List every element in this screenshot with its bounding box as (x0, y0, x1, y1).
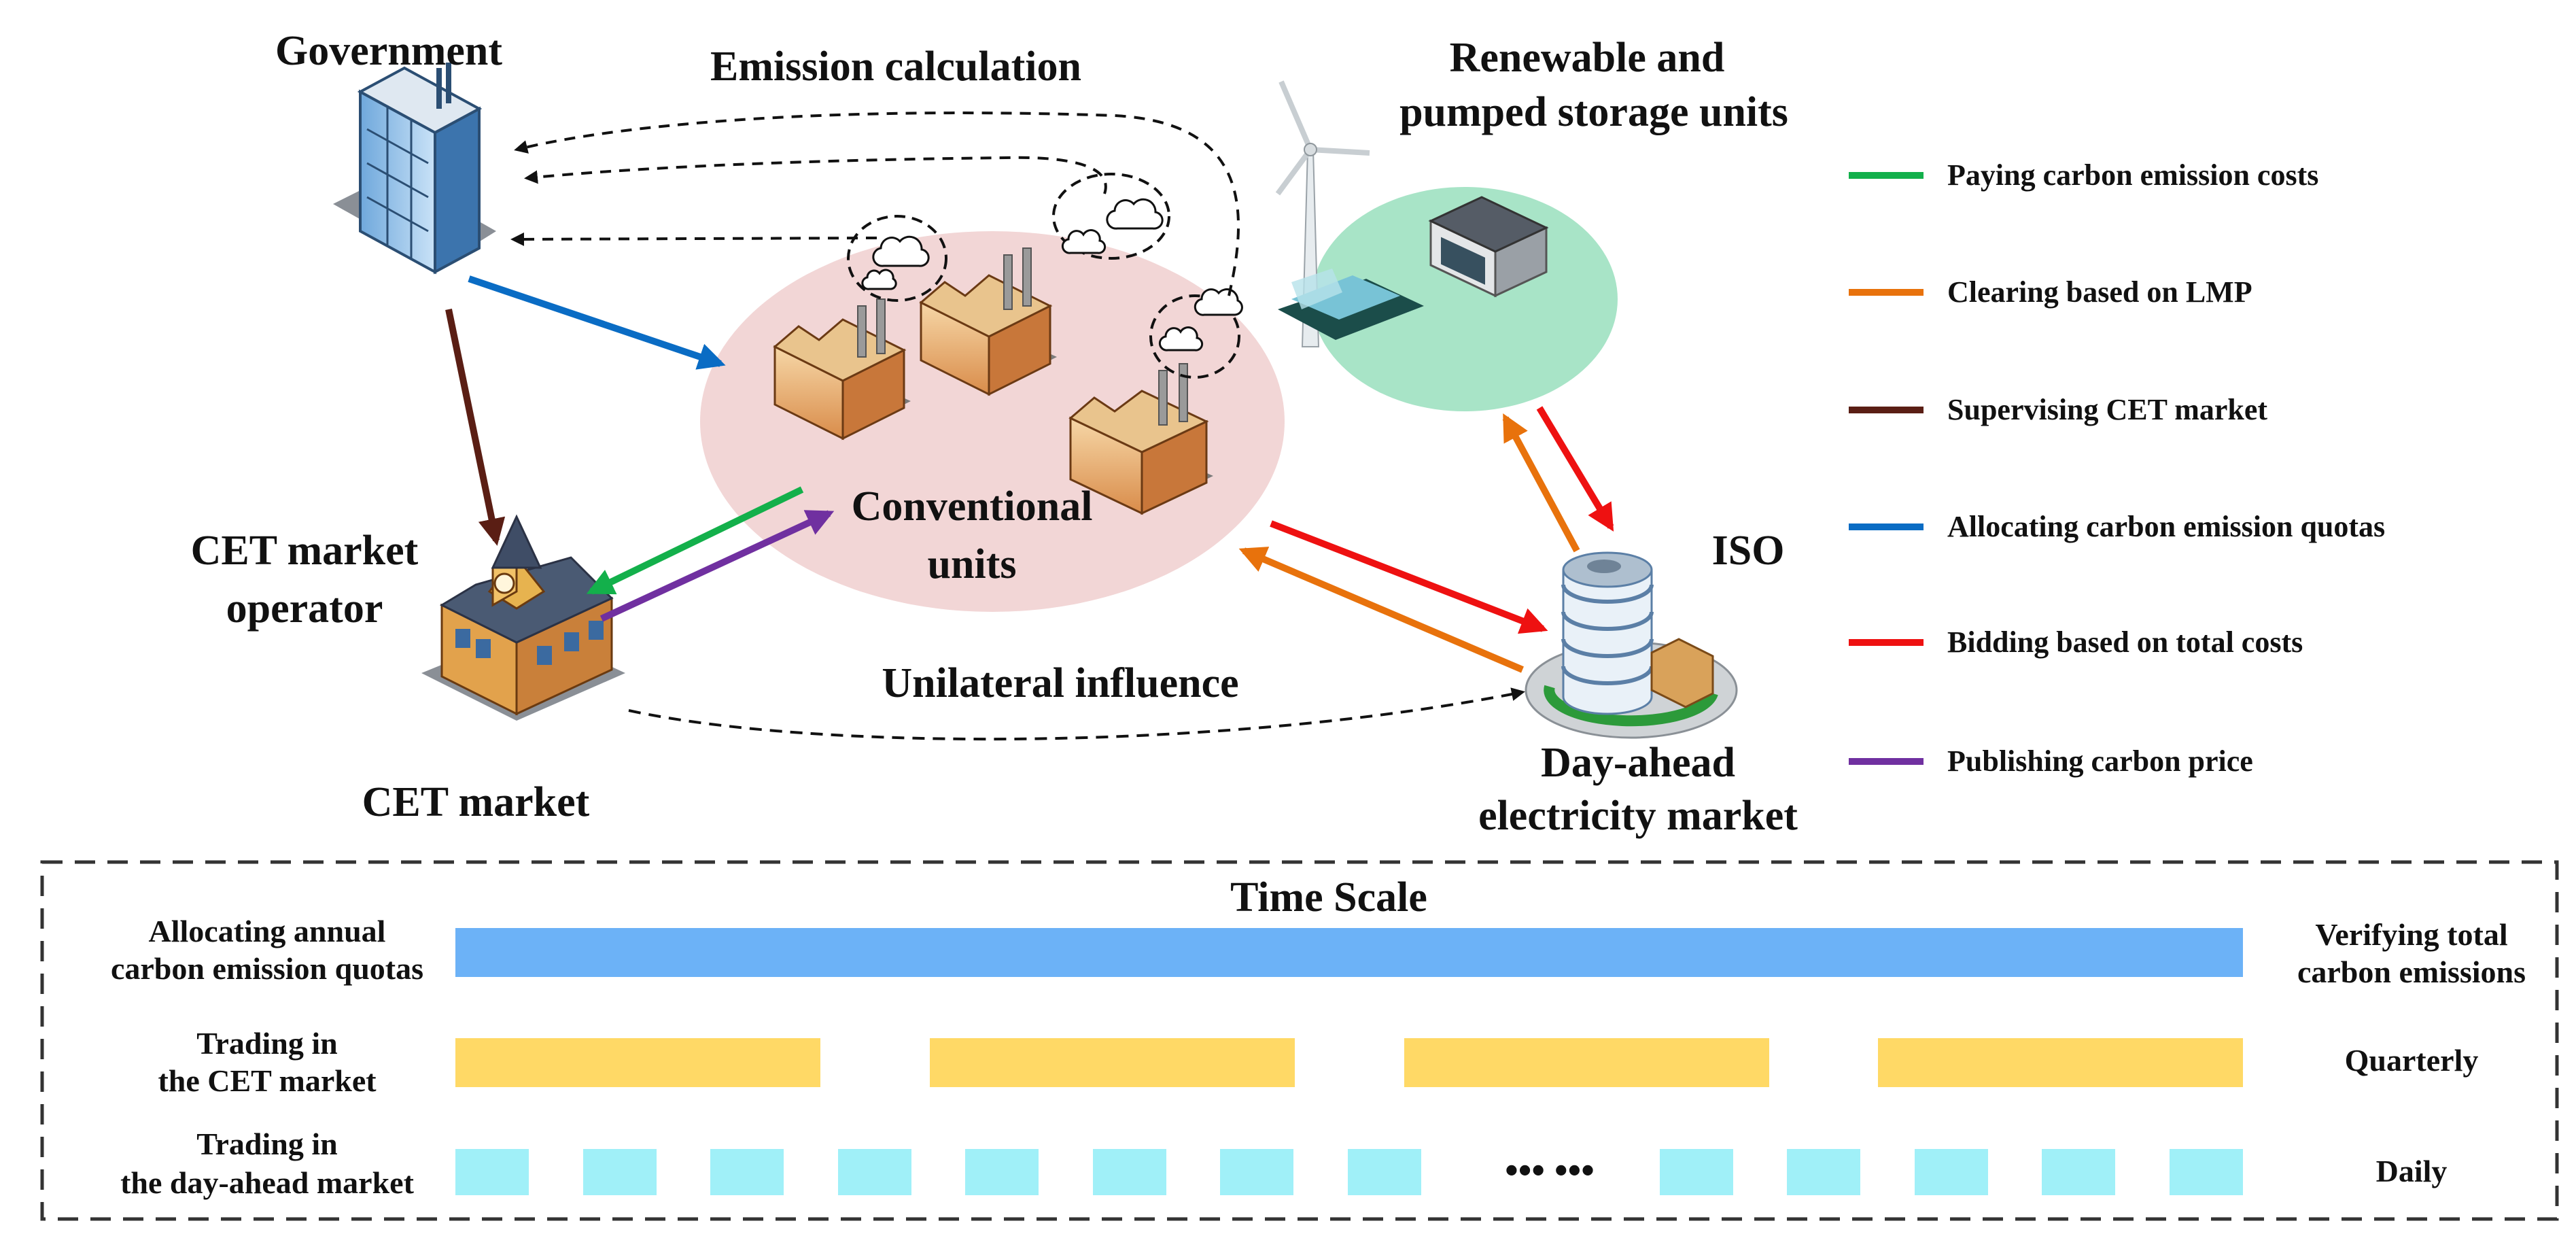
paying-emission-costs-arrow (586, 486, 804, 595)
emission-arrow-inner (510, 232, 877, 246)
daily-block-8 (1348, 1149, 1421, 1195)
legend-label-paying: Paying carbon emission costs (1947, 158, 2318, 192)
row3-left-line2: the day-ahead market (120, 1165, 415, 1200)
daily-block-7 (1220, 1149, 1293, 1195)
quarterly-bar-1 (455, 1038, 820, 1087)
daily-block-6 (1093, 1149, 1166, 1195)
cet-market-building-icon (421, 514, 625, 721)
emission-cloud-icon-2 (1052, 173, 1170, 260)
daily-block-13 (2170, 1149, 2243, 1195)
annual-quota-bar (455, 928, 2243, 977)
emission-arrow-middle (524, 156, 1107, 194)
emission-calculation-label: Emission calculation (710, 44, 1081, 90)
factory-icon-middle (919, 247, 1057, 396)
quarterly-bar-3 (1404, 1038, 1769, 1087)
row2-left-line2: the CET market (158, 1063, 377, 1098)
allocating-quotas-arrow (468, 275, 726, 370)
row1-right-line1: Verifying total (2315, 917, 2507, 952)
row1-left-line2: carbon emission quotas (111, 951, 423, 986)
legend-label-clearing: Clearing based on LMP (1947, 275, 2252, 309)
publishing-carbon-price-arrow (599, 510, 835, 622)
time-scale-border (40, 860, 2559, 1221)
time-scale-title: Time Scale (1230, 874, 1427, 921)
factory-icon-left (773, 298, 911, 441)
iso-building-icon (1525, 551, 1738, 739)
dayahead-label-line1: Day-ahead (1541, 740, 1735, 786)
time-scale-panel: Time Scale Allocating annual carbon emis… (40, 860, 2559, 1221)
government-label: Government (275, 28, 502, 74)
dayahead-label-line2: electricity market (1478, 793, 1798, 839)
daily-block-3 (710, 1149, 784, 1195)
factory-icon-right (1068, 363, 1213, 515)
government-building-icon (333, 63, 496, 275)
emission-cloud-icon-3 (1149, 288, 1243, 379)
daily-ellipsis: ••• ••• (1505, 1150, 1595, 1192)
hydro-storage-icon (1278, 269, 1424, 340)
daily-block-1 (455, 1149, 529, 1195)
unilateral-influence-label: Unilateral influence (882, 660, 1238, 706)
row1-left-line1: Allocating annual (149, 914, 386, 948)
daily-block-9 (1660, 1149, 1733, 1195)
quarterly-bar-4 (1878, 1038, 2243, 1087)
bidding-renewable-arrow (1536, 406, 1614, 532)
quarterly-bar-2 (930, 1038, 1295, 1087)
daily-block-4 (838, 1149, 911, 1195)
supervising-cet-arrow (445, 308, 506, 546)
emission-arrow-outer (514, 111, 1240, 296)
renewable-label-line2: pumped storage units (1399, 89, 1788, 135)
legend: Paying carbon emission costs Clearing ba… (1849, 158, 2385, 778)
bidding-conventional-arrow (1270, 520, 1548, 634)
cet-operator-label-line1: CET market (191, 528, 419, 574)
legend-label-bidding: Bidding based on total costs (1947, 625, 2303, 659)
row2-right-label: Quarterly (2345, 1043, 2479, 1078)
unilateral-influence-arrow (628, 687, 1525, 741)
daily-block-5 (965, 1149, 1039, 1195)
renewable-label-line1: Renewable and (1450, 35, 1725, 81)
conventional-label-line2: units (928, 541, 1017, 587)
daily-block-10 (1787, 1149, 1860, 1195)
storage-building-icon (1428, 196, 1549, 298)
legend-label-supervising: Supervising CET market (1947, 393, 2267, 426)
cet-market-label: CET market (362, 779, 590, 825)
daily-block-12 (2042, 1149, 2115, 1195)
conventional-label-line1: Conventional (852, 483, 1093, 530)
row1-right-line2: carbon emissions (2297, 955, 2526, 989)
legend-label-allocating: Allocating carbon emission quotas (1947, 510, 2385, 543)
row3-left-line1: Trading in (196, 1127, 338, 1161)
legend-label-publishing: Publishing carbon price (1947, 744, 2253, 778)
cet-operator-label-line2: operator (226, 585, 383, 632)
daily-block-11 (1915, 1149, 1988, 1195)
row2-left-line1: Trading in (196, 1026, 338, 1061)
daily-block-2 (583, 1149, 657, 1195)
emission-cloud-icon-1 (847, 215, 947, 302)
clearing-renewable-arrow (1502, 413, 1580, 553)
row3-right-label: Daily (2376, 1154, 2448, 1188)
iso-label: ISO (1712, 528, 1785, 574)
clearing-conventional-arrow (1238, 547, 1524, 673)
